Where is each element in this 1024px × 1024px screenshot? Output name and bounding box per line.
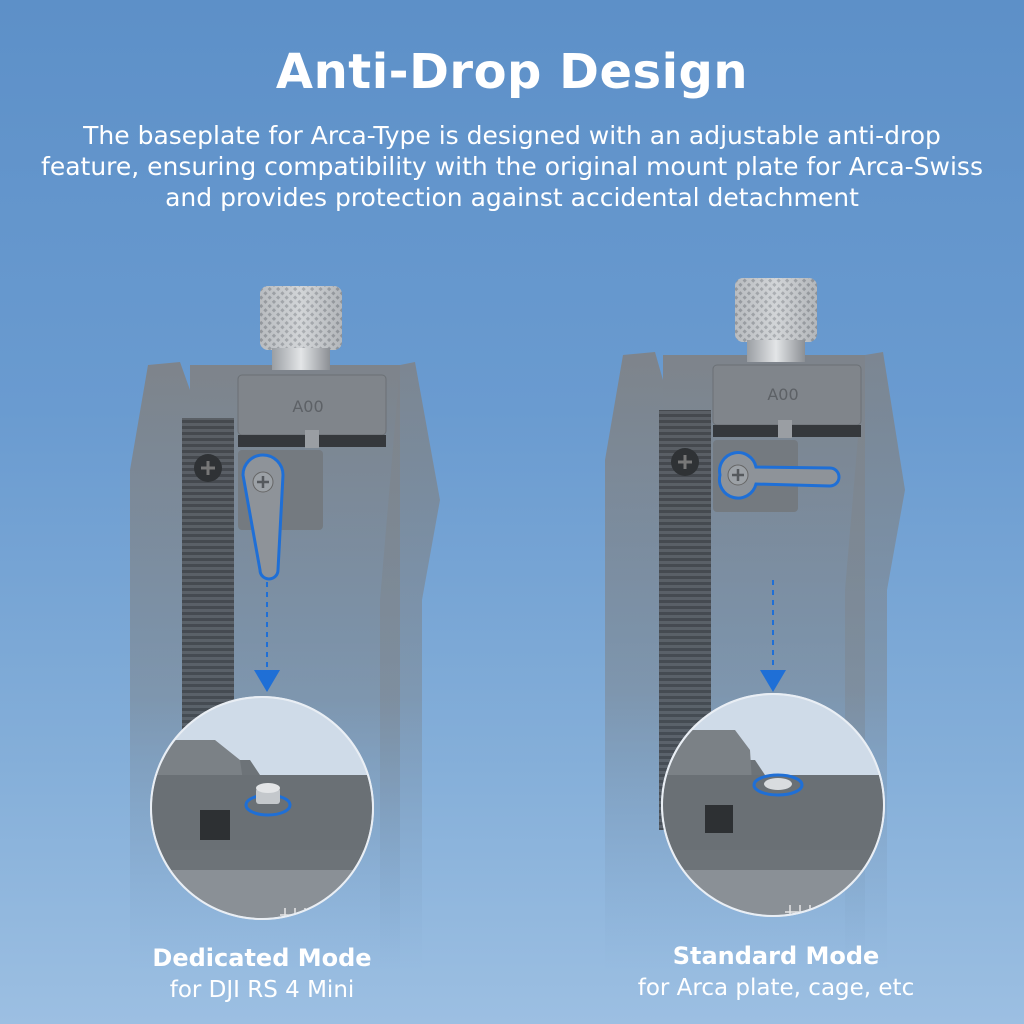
- anti-drop-lever: [241, 453, 285, 581]
- anti-drop-pin: [764, 778, 792, 790]
- mode-subtitle: for DJI RS 4 Mini: [169, 977, 355, 1003]
- anti-drop-lever: [717, 451, 841, 500]
- description-text: The baseplate for Arca-Type is designed …: [41, 121, 983, 212]
- clamp-marking: A00: [767, 385, 798, 404]
- dedicated-mode-illustration: A00: [100, 270, 480, 970]
- mode-subtitle: for Arca plate, cage, etc: [637, 975, 915, 1001]
- page-title: Anti-Drop Design: [275, 44, 749, 100]
- standard-mode-caption: Standard Mode for Arca plate, cage, etc: [566, 940, 986, 1004]
- mode-name: Standard Mode: [672, 942, 880, 970]
- dedicated-mode-caption: Dedicated Mode for DJI RS 4 Mini: [52, 942, 472, 1006]
- clamp-marking: A00: [292, 397, 323, 416]
- standard-mode-illustration: A00: [575, 270, 955, 970]
- mode-name: Dedicated Mode: [152, 944, 372, 972]
